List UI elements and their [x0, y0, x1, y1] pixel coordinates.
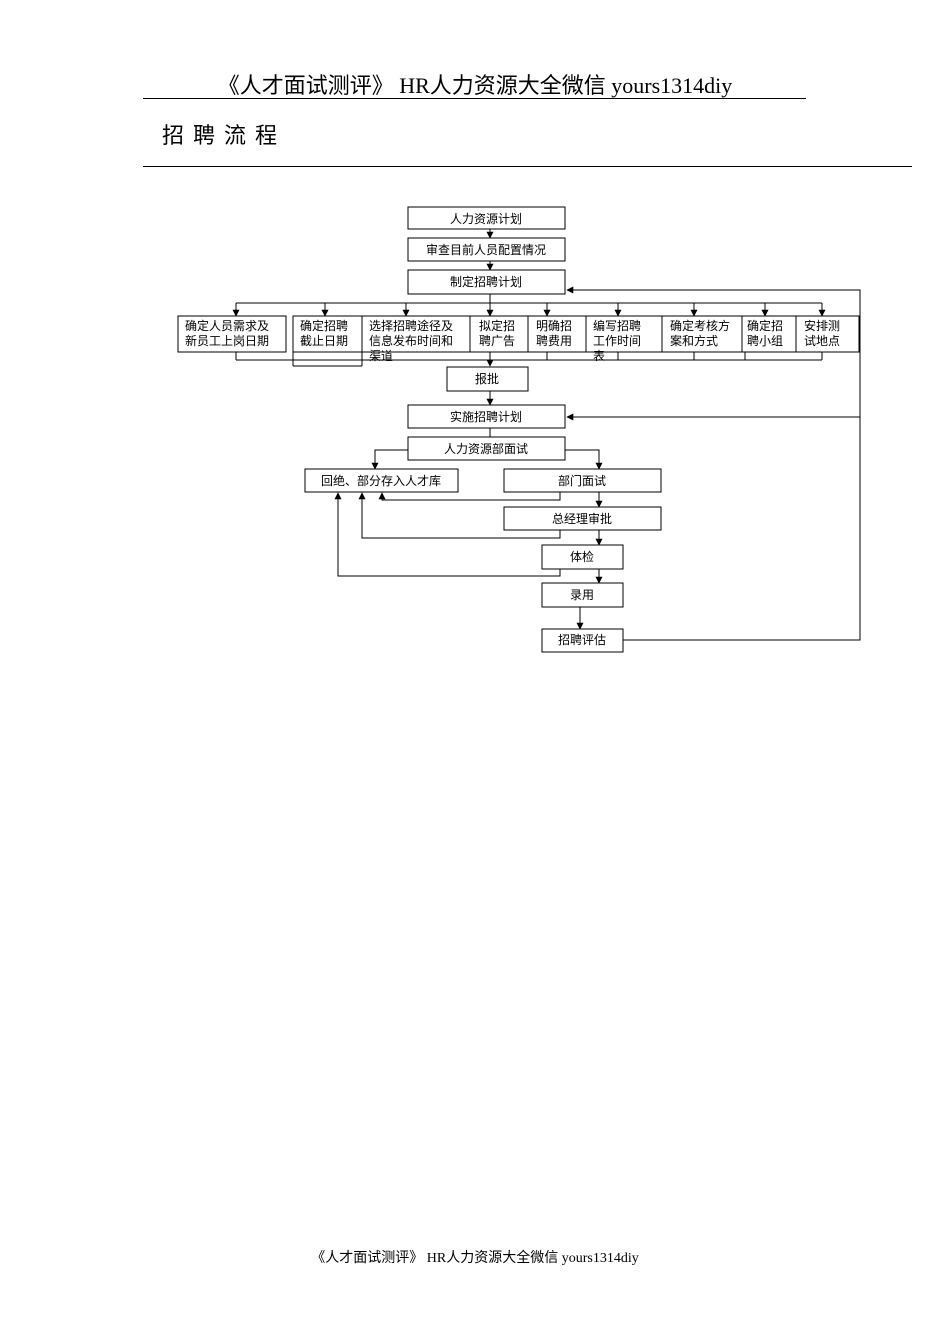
node-label-line: 审查目前人员配置情况: [426, 242, 546, 257]
node-hr-interview: 人力资源部面试: [407, 436, 566, 461]
page-footer: 《人才面试测评》 HR人力资源大全微信 yours1314diy: [311, 1251, 639, 1266]
arrow-gm-to-reject: [358, 492, 561, 539]
svg-text:报批: 报批: [475, 371, 499, 386]
page-header: 《人才面试测评》 HR人力资源大全微信 yours1314diy: [217, 73, 733, 98]
node-label-line: 总经理审批: [552, 511, 612, 526]
svg-text:人力资源部面试: 人力资源部面试: [444, 441, 528, 456]
node-plan-item-venue: 安排测试地点: [795, 315, 860, 353]
node-hire: 录用: [541, 582, 624, 608]
node-label-line: 确定人员需求及: [185, 318, 269, 333]
svg-text:体检: 体检: [570, 549, 594, 564]
node-label-line: 选择招聘途径及: [369, 318, 453, 333]
node-label-line: 报批: [475, 371, 499, 386]
node-label-line: 录用: [570, 588, 594, 602]
svg-text:编写招聘工作时间表: 编写招聘工作时间表: [593, 318, 641, 363]
arrow-medical-to-reject: [334, 492, 561, 577]
svg-text:制定招聘计划: 制定招聘计划: [450, 274, 522, 289]
svg-text:安排测试地点: 安排测试地点: [804, 318, 840, 348]
node-label-line: 体检: [570, 549, 594, 564]
node-label-line: 新员工上岗日期: [185, 333, 269, 348]
node-plan-item-schedule: 编写招聘工作时间表: [585, 315, 663, 363]
node-label-line: 编写招聘: [593, 318, 641, 333]
arrow-dept-to-reject: [378, 492, 561, 501]
node-label-line: 明确招: [536, 319, 572, 333]
section-title: 招聘流程: [162, 124, 287, 149]
svg-text:确定招聘截止日期: 确定招聘截止日期: [300, 318, 348, 348]
node-make-plan: 制定招聘计划: [407, 269, 566, 295]
svg-text:录用: 录用: [570, 588, 594, 602]
node-label-line: 聘小组: [747, 334, 783, 348]
node-hr-plan: 人力资源计划: [407, 206, 566, 230]
node-label-line: 聘广告: [479, 334, 515, 348]
node-label-line: 确定招: [747, 318, 783, 333]
node-label-line: 试地点: [804, 333, 840, 348]
node-dept-interview: 部门面试: [503, 468, 662, 493]
node-label-line: 部门面试: [558, 473, 606, 488]
node-label-line: 案和方式: [670, 333, 718, 348]
arrow-hr-to-dept: [565, 449, 603, 470]
node-label-line: 实施招聘计划: [450, 409, 522, 424]
arrow-hr-to-reject: [371, 449, 408, 470]
node-label-line: 表: [593, 349, 605, 363]
svg-text:人力资源计划: 人力资源计划: [450, 212, 522, 226]
node-implement: 实施招聘计划: [407, 404, 566, 429]
svg-text:确定招聘小组: 确定招聘小组: [747, 318, 783, 348]
node-plan-item-cost: 明确招聘费用: [527, 315, 587, 353]
svg-text:确定人员需求及新员工上岗日期: 确定人员需求及新员工上岗日期: [185, 318, 269, 348]
svg-text:实施招聘计划: 实施招聘计划: [450, 409, 522, 424]
arrow-evaluation-to-make-plan: [566, 286, 861, 641]
node-label-line: 聘费用: [536, 334, 572, 348]
svg-text:回绝、部分存入人才库: 回绝、部分存入人才库: [321, 473, 441, 488]
svg-text:部门面试: 部门面试: [558, 473, 606, 488]
svg-text:总经理审批: 总经理审批: [552, 511, 612, 526]
node-approve: 报批: [446, 366, 529, 392]
node-plan-item-team: 确定招聘小组: [741, 315, 797, 353]
node-gm-approval: 总经理审批: [503, 506, 662, 531]
node-plan-item-channels: 选择招聘途径及信息发布时间和渠道: [361, 315, 471, 363]
node-label-line: 人力资源部面试: [444, 441, 528, 456]
svg-text:招聘评估: 招聘评估: [558, 633, 606, 647]
node-plan-item-needs: 确定人员需求及新员工上岗日期: [177, 315, 287, 353]
node-medical: 体检: [541, 544, 624, 570]
node-label-line: 确定招聘: [300, 318, 348, 333]
node-label-line: 回绝、部分存入人才库: [321, 473, 441, 488]
node-label-line: 截止日期: [300, 334, 348, 348]
node-label-line: 安排测: [804, 318, 840, 333]
header-rule: [143, 98, 806, 99]
node-label-line: 工作时间: [593, 334, 641, 348]
node-label-line: 确定考核方: [670, 318, 730, 333]
node-evaluation: 招聘评估: [541, 628, 624, 653]
node-label-line: 人力资源计划: [450, 212, 522, 226]
node-review-staffing: 审查目前人员配置情况: [407, 237, 566, 262]
svg-text:选择招聘途径及信息发布时间和渠道: 选择招聘途径及信息发布时间和渠道: [369, 318, 453, 363]
node-label-line: 制定招聘计划: [450, 274, 522, 289]
node-reject-pool: 回绝、部分存入人才库: [304, 468, 459, 493]
svg-text:拟定招聘广告: 拟定招聘广告: [479, 318, 515, 348]
svg-text:确定考核方案和方式: 确定考核方案和方式: [670, 318, 730, 348]
connectors: [232, 229, 861, 641]
node-plan-item-ad: 拟定招聘广告: [469, 315, 529, 353]
svg-text:明确招聘费用: 明确招聘费用: [536, 319, 572, 348]
section-rule: [143, 166, 912, 167]
node-label-line: 信息发布时间和: [369, 333, 453, 348]
node-label-line: 拟定招: [479, 318, 515, 333]
node-label-line: 招聘评估: [558, 633, 606, 647]
svg-text:审查目前人员配置情况: 审查目前人员配置情况: [426, 242, 546, 257]
node-plan-item-assessment: 确定考核方案和方式: [661, 315, 743, 353]
node-label-line: 渠道: [369, 349, 393, 363]
node-plan-item-deadline: 确定招聘截止日期: [292, 315, 363, 353]
